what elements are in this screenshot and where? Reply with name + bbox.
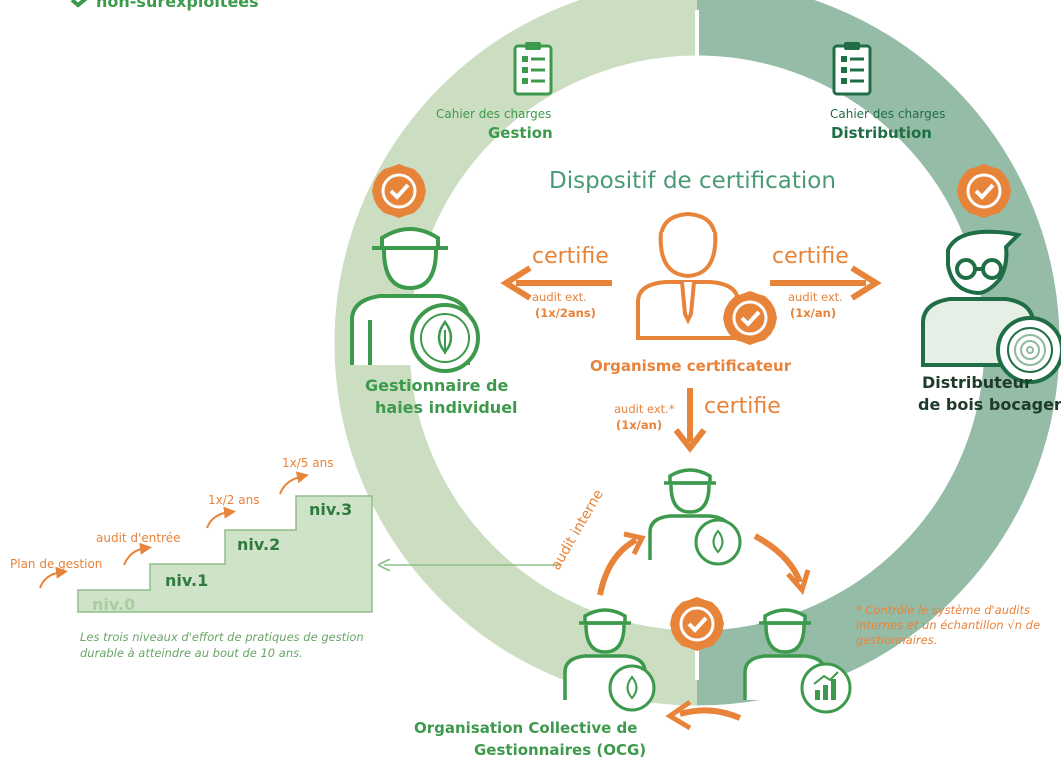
- charter-right-name: Distribution: [831, 124, 932, 142]
- ocg-line1: Organisation Collective de: [414, 719, 638, 737]
- transition-every-5y: 1x/5 ans: [282, 456, 334, 470]
- leaf-icon: [608, 664, 656, 712]
- stairs-caption-line1: Les trois niveaux d'effort de pratiques …: [80, 630, 364, 644]
- person-tie-icon: [636, 211, 740, 340]
- step-arrow: [206, 506, 236, 529]
- header-fragment: non-surexploitées: [96, 0, 259, 11]
- manager-individual-line1: Gestionnaire de: [365, 376, 509, 395]
- certified-badge-icon: [372, 164, 426, 218]
- center-title: Dispositif de certification: [549, 168, 836, 194]
- certifier-label: Organisme certificateur: [590, 357, 792, 375]
- step-niv2: niv.2: [237, 535, 281, 554]
- footnote-line1: * Contrôle le système d'audits: [856, 603, 1030, 617]
- certifie-left-freq: (1x/2ans): [535, 306, 596, 320]
- transition-entry-audit: audit d'entrée: [96, 531, 181, 545]
- certifie-arrow-right: [770, 265, 882, 301]
- cycle-arrow-left: [597, 537, 638, 596]
- certifie-left-audit: audit ext.: [532, 290, 587, 304]
- charter-left-name: Gestion: [488, 124, 553, 142]
- charter-right-caption: Cahier des charges: [830, 107, 946, 121]
- step-arrow: [123, 542, 152, 566]
- ocg-line2: Gestionnaires (OCG): [474, 741, 647, 759]
- certified-badge-icon: [670, 597, 724, 651]
- growth-chart-icon: [800, 662, 852, 714]
- distributor-line2: de bois bocager: [918, 395, 1061, 414]
- cycle-arrow-right: [753, 533, 803, 584]
- certifie-down-audit: audit ext.*: [614, 402, 675, 416]
- clipboard-icon: [832, 42, 872, 96]
- certified-badge-icon: [957, 164, 1011, 218]
- step-niv0: niv.0: [92, 595, 136, 614]
- step-arrow: [279, 471, 309, 495]
- clipboard-icon: [513, 42, 553, 96]
- leaf-icon: [410, 303, 480, 373]
- cycle-arrow-left-head: [623, 531, 646, 556]
- certifie-left-verb: certifie: [532, 244, 609, 269]
- footnote-line3: gestionnaires.: [856, 633, 938, 647]
- certifie-arrow-down: [673, 388, 707, 453]
- person-glasses-icon: [921, 229, 1035, 367]
- manager-individual-line2: haies individuel: [375, 398, 518, 417]
- certified-badge-icon: [723, 291, 777, 345]
- cycle-arrow-bottom: [679, 707, 742, 721]
- check-icon: [70, 0, 88, 8]
- certifie-right-verb: certifie: [772, 244, 849, 269]
- footnote-line2: internes et un échantillon √n de: [856, 618, 1041, 632]
- person-cap-icon: [743, 608, 827, 700]
- cycle-arrow-right-head: [786, 569, 811, 596]
- stairs: [39, 471, 373, 613]
- certifie-right-freq: (1x/an): [790, 306, 837, 320]
- charter-left-caption: Cahier des charges: [436, 107, 552, 121]
- certifie-right-audit: audit ext.: [788, 290, 843, 304]
- transition-every-2y: 1x/2 ans: [208, 493, 260, 507]
- cycle-arrow-bottom-head: [665, 699, 692, 731]
- fingerprint-icon: [996, 316, 1061, 384]
- certifie-arrow-left: [500, 265, 612, 301]
- certifie-down-freq: (1x/an): [616, 418, 663, 432]
- step-arrow: [39, 566, 68, 589]
- step-niv3: niv.3: [309, 500, 353, 519]
- leaf-icon: [694, 518, 742, 566]
- stairs-shape: [77, 495, 373, 613]
- transition-plan: Plan de gestion: [10, 557, 103, 571]
- certifie-down-verb: certifie: [704, 394, 781, 419]
- step-niv1: niv.1: [165, 571, 209, 590]
- stairs-caption-line2: durable à atteindre au bout de 10 ans.: [80, 646, 303, 660]
- distributor-line1: Distributeur: [922, 373, 1032, 392]
